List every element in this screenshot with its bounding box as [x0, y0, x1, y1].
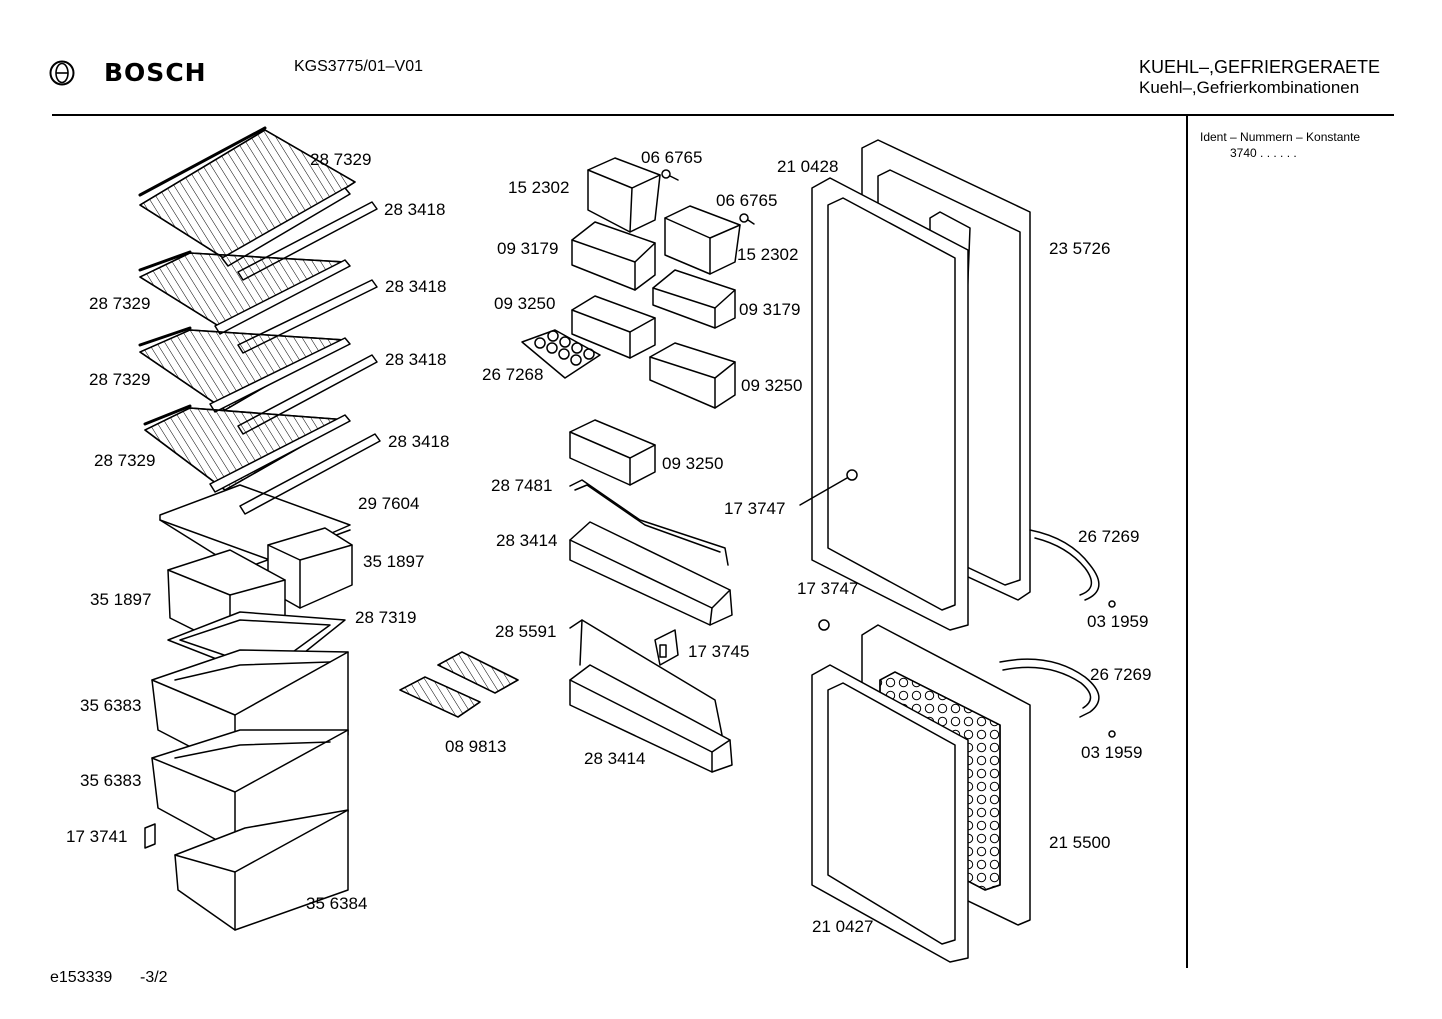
plug-cap-1	[1108, 600, 1116, 608]
part-label: 09 3250	[662, 454, 724, 473]
part-label: 28 7481	[491, 476, 553, 495]
part-label: 21 0428	[777, 157, 839, 176]
part-label: 17 3745	[688, 642, 750, 661]
door-handle-1	[1029, 529, 1100, 601]
footer-page: -3/2	[140, 969, 168, 986]
door-shelf-small-1	[571, 221, 656, 291]
part-label: 06 6765	[641, 148, 703, 167]
door-shelf-medium-2	[649, 342, 736, 409]
door-shelf-medium-1	[571, 295, 656, 359]
bottle-shelf-2	[569, 664, 733, 773]
part-label: 35 1897	[363, 552, 425, 571]
ident-title: Ident – Nummern – Konstante	[1200, 130, 1361, 144]
part-label: 17 3741	[66, 827, 128, 846]
part-label: 35 6384	[306, 894, 368, 913]
part-label: 35 6383	[80, 696, 142, 715]
part-label: 35 1897	[90, 590, 152, 609]
part-label: 17 3747	[797, 579, 859, 598]
small-screw-1	[661, 169, 679, 181]
part-label: 28 7319	[355, 608, 417, 627]
part-label: 03 1959	[1087, 612, 1149, 631]
part-label: 21 0427	[812, 917, 874, 936]
part-label: 35 6383	[80, 771, 142, 790]
part-label: 23 5726	[1049, 239, 1111, 258]
freezer-door-gasket	[811, 664, 969, 963]
model-number: KGS3775/01–V01	[294, 58, 423, 75]
wire-shelf-1	[138, 126, 378, 281]
category-subtitle: Kuehl–,Gefrierkombinationen	[1139, 78, 1360, 97]
part-label: 06 6765	[716, 191, 778, 210]
sidebar-divider	[1186, 116, 1188, 968]
part-label: 28 7329	[94, 451, 156, 470]
part-label: 28 7329	[89, 370, 151, 389]
footer-code: e153339	[50, 969, 113, 986]
part-label: 28 3418	[385, 350, 447, 369]
screw-1	[799, 469, 858, 506]
part-label: 26 7268	[482, 365, 544, 384]
part-label: 28 3418	[384, 200, 446, 219]
clip-part-icon	[144, 823, 156, 849]
part-label: 28 3414	[496, 531, 558, 550]
bottle-rail-2	[569, 619, 723, 736]
plug-cap-2	[1108, 730, 1116, 738]
part-label: 15 2302	[508, 178, 570, 197]
part-label: 28 3418	[388, 432, 450, 451]
part-label: 28 5591	[495, 622, 557, 641]
part-label: 09 3179	[739, 300, 801, 319]
part-label: 17 3747	[724, 499, 786, 518]
part-label: 28 3414	[584, 749, 646, 768]
wire-shelf-4	[143, 404, 381, 515]
part-label: 26 7269	[1090, 665, 1152, 684]
bosch-logo-icon	[49, 60, 75, 86]
part-label: 28 7329	[310, 150, 372, 169]
part-label: 03 1959	[1081, 743, 1143, 762]
ice-cube-trays	[399, 651, 519, 718]
part-label: 15 2302	[737, 245, 799, 264]
ident-value: 3740 . . . . . .	[1230, 146, 1297, 160]
part-label: 28 3418	[385, 277, 447, 296]
egg-tray	[521, 329, 601, 379]
butter-lid-1	[587, 157, 661, 233]
part-label: 26 7269	[1078, 527, 1140, 546]
fridge-door-gasket-upper	[811, 177, 969, 631]
part-label: 21 5500	[1049, 833, 1111, 852]
butter-lid-2	[664, 205, 741, 275]
door-handle-2	[999, 658, 1100, 718]
small-screw-2	[739, 213, 755, 225]
bottle-shelf-1	[569, 521, 733, 626]
door-shelf-medium-3	[569, 419, 656, 486]
part-label: 09 3250	[494, 294, 556, 313]
bottle-rail-1	[569, 479, 729, 566]
part-label: 28 7329	[89, 294, 151, 313]
part-label: 09 3250	[741, 376, 803, 395]
header-divider	[52, 114, 1394, 116]
screw-2	[818, 619, 830, 631]
door-shelf-small-2	[652, 269, 736, 329]
part-label: 08 9813	[445, 737, 507, 756]
category-title: KUEHL–,GEFRIERGERAETE	[1139, 57, 1381, 77]
part-label: 29 7604	[358, 494, 420, 513]
clip-part-2	[654, 629, 679, 666]
crisper-drawer-3	[174, 809, 349, 931]
brand-name: BOSCH	[104, 58, 207, 87]
part-label: 09 3179	[497, 239, 559, 258]
